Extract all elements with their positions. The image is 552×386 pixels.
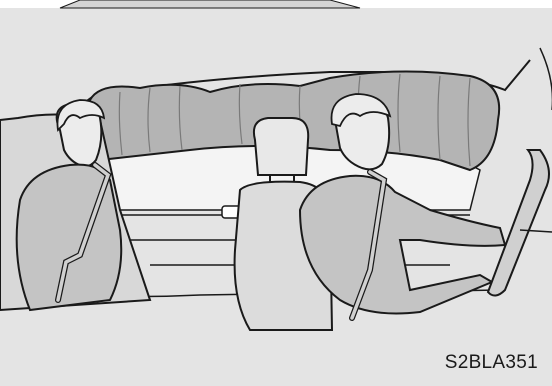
steering-wheel: [488, 150, 549, 296]
a-pillar-line: [540, 48, 552, 110]
top-strip-detail: [60, 0, 360, 8]
figure-code: S2BLA351: [445, 352, 538, 374]
